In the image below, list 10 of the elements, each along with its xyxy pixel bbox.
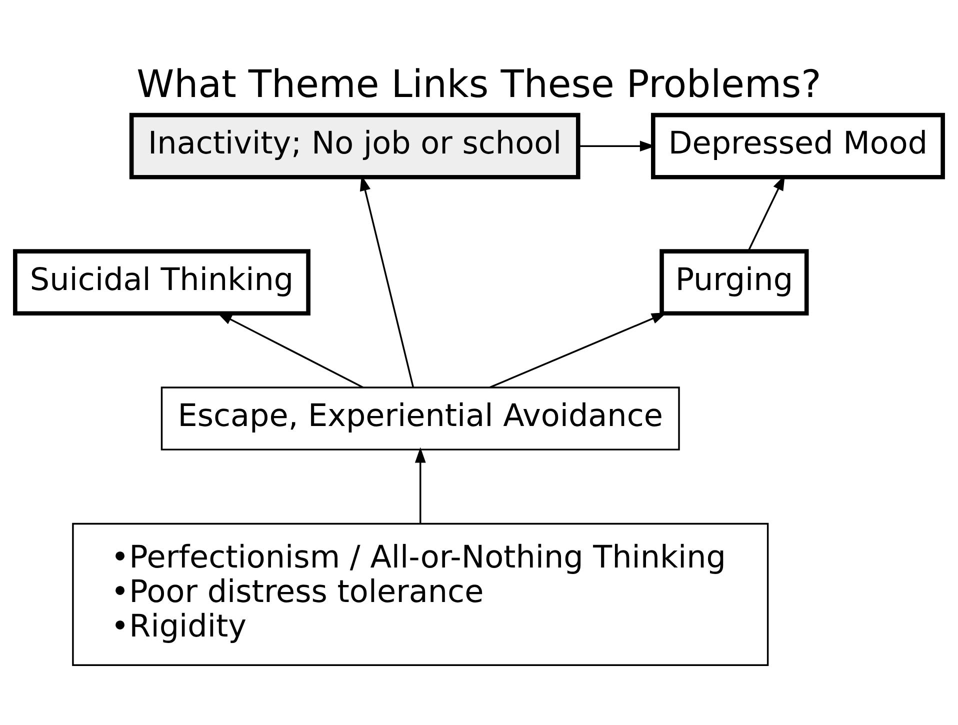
diagram-title: What Theme Links These Problems? <box>136 62 822 106</box>
node-box: Depressed Mood <box>651 112 945 180</box>
node-box: Suicidal Thinking <box>13 249 310 316</box>
node-box: Inactivity; No job or school <box>129 112 580 180</box>
arrow <box>414 447 426 524</box>
node-box: Purging <box>660 249 809 316</box>
node-box: Escape, Experiential Avoidance <box>160 386 680 450</box>
arrow <box>578 140 656 152</box>
arrow <box>748 174 785 252</box>
node-box: •Perfectionism / All-or-Nothing Thinking •Poor distress tolerance •Rigidity <box>72 522 769 666</box>
